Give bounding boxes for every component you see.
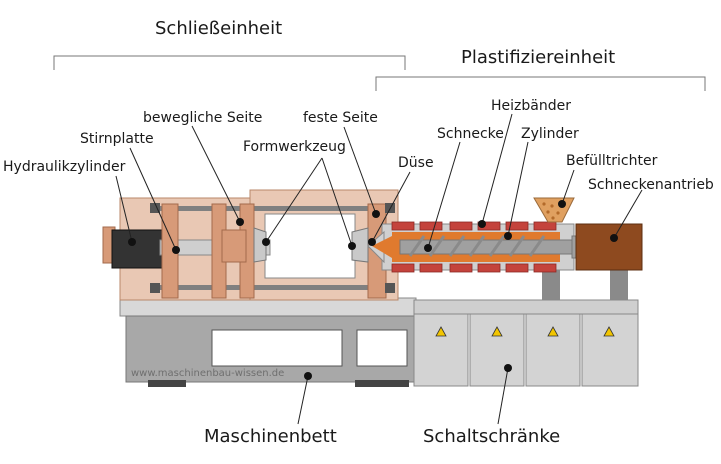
- heater-band: [419, 263, 443, 273]
- screw-drive-support: [610, 268, 628, 300]
- control-cabinet: [581, 313, 639, 387]
- machine-bed-opening: [211, 329, 343, 367]
- label-mold: Formwerkzeug: [243, 139, 346, 155]
- control-cabinet: [525, 313, 581, 387]
- plasticizing-unit-title: Plastifiziereinheit: [461, 47, 616, 68]
- label-hydraulic-cylinder: Hydraulikzylinder: [3, 159, 126, 175]
- heater-band: [449, 263, 473, 273]
- label-nozzle: Düse: [398, 155, 434, 171]
- heater-band: [505, 263, 529, 273]
- tie-bar: [152, 206, 392, 211]
- label-machine-bed: Maschinenbett: [204, 426, 337, 447]
- plasticizing-unit-bracket: [375, 76, 706, 91]
- machine-bed-top: [119, 297, 417, 317]
- screw-drive-support: [542, 268, 560, 300]
- nozzle-material: [372, 236, 392, 258]
- heater-band: [505, 221, 529, 231]
- label-screw-drive: Schneckenantrieb: [588, 177, 714, 193]
- hydraulic-cylinder: [111, 229, 163, 269]
- heater-band: [533, 263, 557, 273]
- label-hopper: Befülltrichter: [566, 153, 658, 169]
- clamping-unit-title: Schließeinheit: [155, 18, 283, 39]
- machine-bed-opening: [356, 329, 408, 367]
- heater-band: [449, 221, 473, 231]
- label-control-cabinets: Schaltschränke: [423, 426, 561, 447]
- label-heater-bands: Heizbänder: [491, 98, 571, 114]
- screw-drive: [575, 223, 643, 271]
- label-screw: Schnecke: [437, 126, 504, 142]
- control-cabinet: [469, 313, 525, 387]
- watermark: www.maschinenbau-wissen.de: [131, 368, 285, 379]
- machine-bed-foot: [148, 380, 186, 387]
- machine-bed-foot: [355, 380, 409, 387]
- heater-band: [533, 221, 557, 231]
- tie-bar: [152, 285, 392, 290]
- heater-band: [477, 221, 501, 231]
- heater-band: [477, 263, 501, 273]
- heater-band: [391, 221, 415, 231]
- warning-icon: [435, 326, 615, 337]
- label-barrel: Zylinder: [521, 126, 579, 142]
- label-moving-side: bewegliche Seite: [143, 110, 263, 126]
- tie-bar-nut: [385, 283, 395, 293]
- heater-band: [391, 263, 415, 273]
- tie-bar-nut: [150, 203, 160, 213]
- control-cabinet: [413, 313, 469, 387]
- mold-space: [264, 213, 356, 279]
- moving-platen-block: [221, 229, 247, 263]
- control-cabinets-top: [413, 299, 639, 315]
- mold-fixed-half: [351, 227, 369, 263]
- mold-moving-half: [253, 227, 267, 263]
- clamping-unit-bracket: [53, 55, 406, 70]
- tie-bar-nut: [150, 283, 160, 293]
- heater-band: [419, 221, 443, 231]
- label-platen: Stirnplatte: [80, 131, 154, 147]
- label-fixed-side: feste Seite: [303, 110, 378, 126]
